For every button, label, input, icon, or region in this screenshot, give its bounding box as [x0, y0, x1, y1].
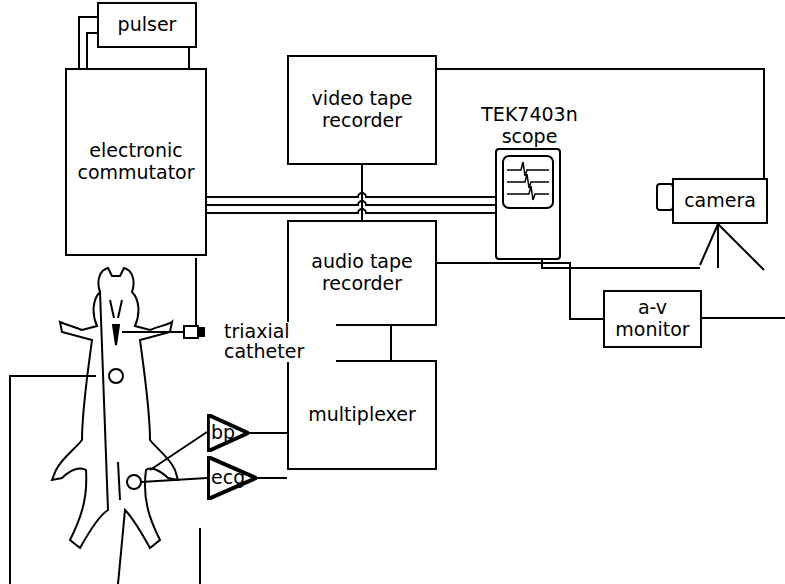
node-label: ecg — [211, 467, 245, 489]
node-label: a-v monitor — [615, 297, 690, 341]
signal-wire — [249, 432, 287, 434]
av-monitor-box: a-v monitor — [603, 290, 702, 348]
signal-wire — [361, 165, 363, 220]
oscilloscope: TEK7403n scope — [495, 148, 561, 260]
amplifier-triangle: ecg — [207, 456, 257, 500]
instrument-label: TEK7403n scope — [472, 104, 587, 148]
part-label: triaxial catheter — [222, 322, 336, 362]
node-label: camera — [684, 190, 756, 212]
commutator-box: electronic commutator — [65, 68, 207, 256]
node-label: multiplexer — [308, 404, 415, 426]
node-label: bp — [211, 422, 235, 444]
node-label: pulser — [118, 14, 177, 36]
signal-wire — [207, 193, 495, 205]
video-recorder-box: video tape recorder — [287, 55, 437, 165]
signal-wire — [437, 263, 603, 319]
node-label: electronic commutator — [77, 140, 195, 184]
signal-wire — [437, 69, 764, 178]
amplifier-triangle: bp — [207, 414, 249, 452]
signal-wire — [257, 477, 287, 479]
multiplexer-box: multiplexer — [287, 360, 437, 470]
node-label: video tape recorder — [299, 88, 425, 132]
audio-recorder-box: audio tape recorder — [287, 220, 437, 326]
scope-screen — [497, 150, 559, 258]
signal-wire — [333, 326, 391, 360]
camera-box: camera — [672, 178, 768, 224]
pulser-box: pulser — [97, 2, 197, 48]
node-label: audio tape recorder — [299, 251, 425, 295]
